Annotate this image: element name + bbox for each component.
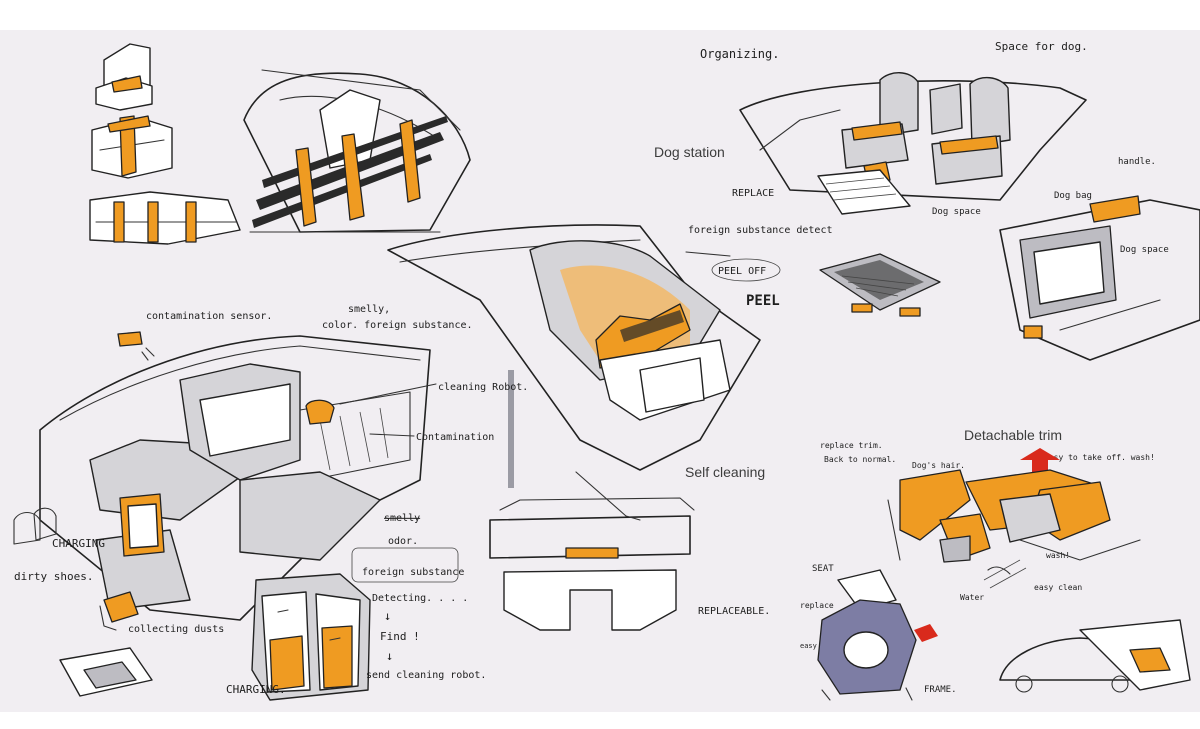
label-dog-station: Dog station (654, 144, 725, 160)
label-detecting: Detecting. . . . (372, 593, 468, 604)
divider-bar (508, 370, 514, 488)
label-water: Water (960, 593, 984, 602)
label-color-foreign: color. foreign substance. (322, 320, 473, 331)
label-replaceable: REPLACEABLE. (698, 606, 770, 617)
label-organizing: Organizing. (700, 47, 779, 61)
label-dogs-hair: Dog's hair. (912, 461, 965, 470)
charging-compartment-sketch (251, 573, 371, 701)
label-odor: odor. (388, 536, 418, 547)
label-seat: SEAT (812, 564, 834, 574)
label-find: Find ! (380, 630, 420, 643)
dog-station-sketch (739, 72, 1087, 215)
label-contamination: Contamination (416, 432, 494, 443)
label-wash: wash! (1046, 551, 1070, 560)
label-arrow-down-1: ↓ (384, 609, 391, 623)
seat-study-1 (95, 43, 153, 111)
foreign-substance-box (351, 547, 459, 583)
label-peel-off: PEEL OFF (718, 266, 766, 277)
label-foreign-substance: foreign substance (362, 567, 464, 578)
label-space-for-dog: Space for dog. (995, 40, 1088, 53)
charging-dock-sketch (59, 647, 153, 697)
organizer-interior-sketch (243, 69, 471, 233)
peel-off-bubble (711, 258, 781, 282)
seat-study-3 (89, 191, 241, 245)
callout-lines (339, 383, 437, 437)
label-collecting-dusts: collecting dusts (128, 624, 224, 635)
self-cleaning-seat-sketch (387, 224, 761, 471)
contamination-sensor-icon (117, 331, 155, 361)
label-charging-1: CHARGING (52, 537, 105, 550)
rear-cabin-sketch (39, 335, 431, 621)
label-dirty-shoes: dirty shoes. (14, 570, 93, 583)
seat-frame-sketch (817, 569, 917, 701)
label-replace-trim: replace trim. (820, 441, 883, 450)
label-frame: FRAME. (924, 685, 957, 695)
car-silhouette-sketch (999, 619, 1191, 693)
label-contamination-sensor: contamination sensor. (146, 311, 272, 322)
collecting-robot-sketch (99, 591, 139, 631)
label-replace: REPLACE (732, 188, 774, 199)
label-dog-bag: Dog bag (1054, 191, 1092, 201)
label-charging-2: CHARGING. (226, 683, 286, 696)
label-easy-to-take-off: easy to take off. wash! (1044, 453, 1155, 462)
label-cleaning-robot: cleaning Robot. (438, 382, 528, 393)
label-smelly: smelly, (348, 304, 390, 315)
label-strikeout: smelly (384, 513, 420, 524)
red-sensor-mark (914, 624, 938, 642)
label-detachable-trim: Detachable trim (964, 427, 1062, 443)
label-dog-space: Dog space (932, 207, 981, 217)
dog-bag-sketch (999, 195, 1200, 361)
label-replace-2: replace (800, 601, 834, 610)
label-arrow-down-2: ↓ (386, 649, 393, 663)
label-peel: PEEL (746, 293, 780, 309)
label-back-to-normal: Back to normal. (824, 455, 896, 464)
label-dog-space-2: Dog space (1120, 245, 1169, 255)
replaceable-trim-sketch (489, 471, 695, 631)
label-easy-clean: easy clean (1034, 583, 1082, 592)
replace-tray-sketch (819, 253, 941, 317)
dirty-shoes-sketch (13, 507, 57, 545)
water-spray-marks (983, 559, 1027, 589)
seat-study-2 (91, 115, 173, 179)
label-handle: handle. (1118, 157, 1156, 167)
label-foreign-substance-detect: foreign substance detect (688, 225, 833, 236)
detachable-trim-sketch (887, 448, 1141, 563)
label-self-cleaning: Self cleaning (685, 464, 765, 480)
label-send-robot: send cleaning robot. (366, 670, 486, 681)
